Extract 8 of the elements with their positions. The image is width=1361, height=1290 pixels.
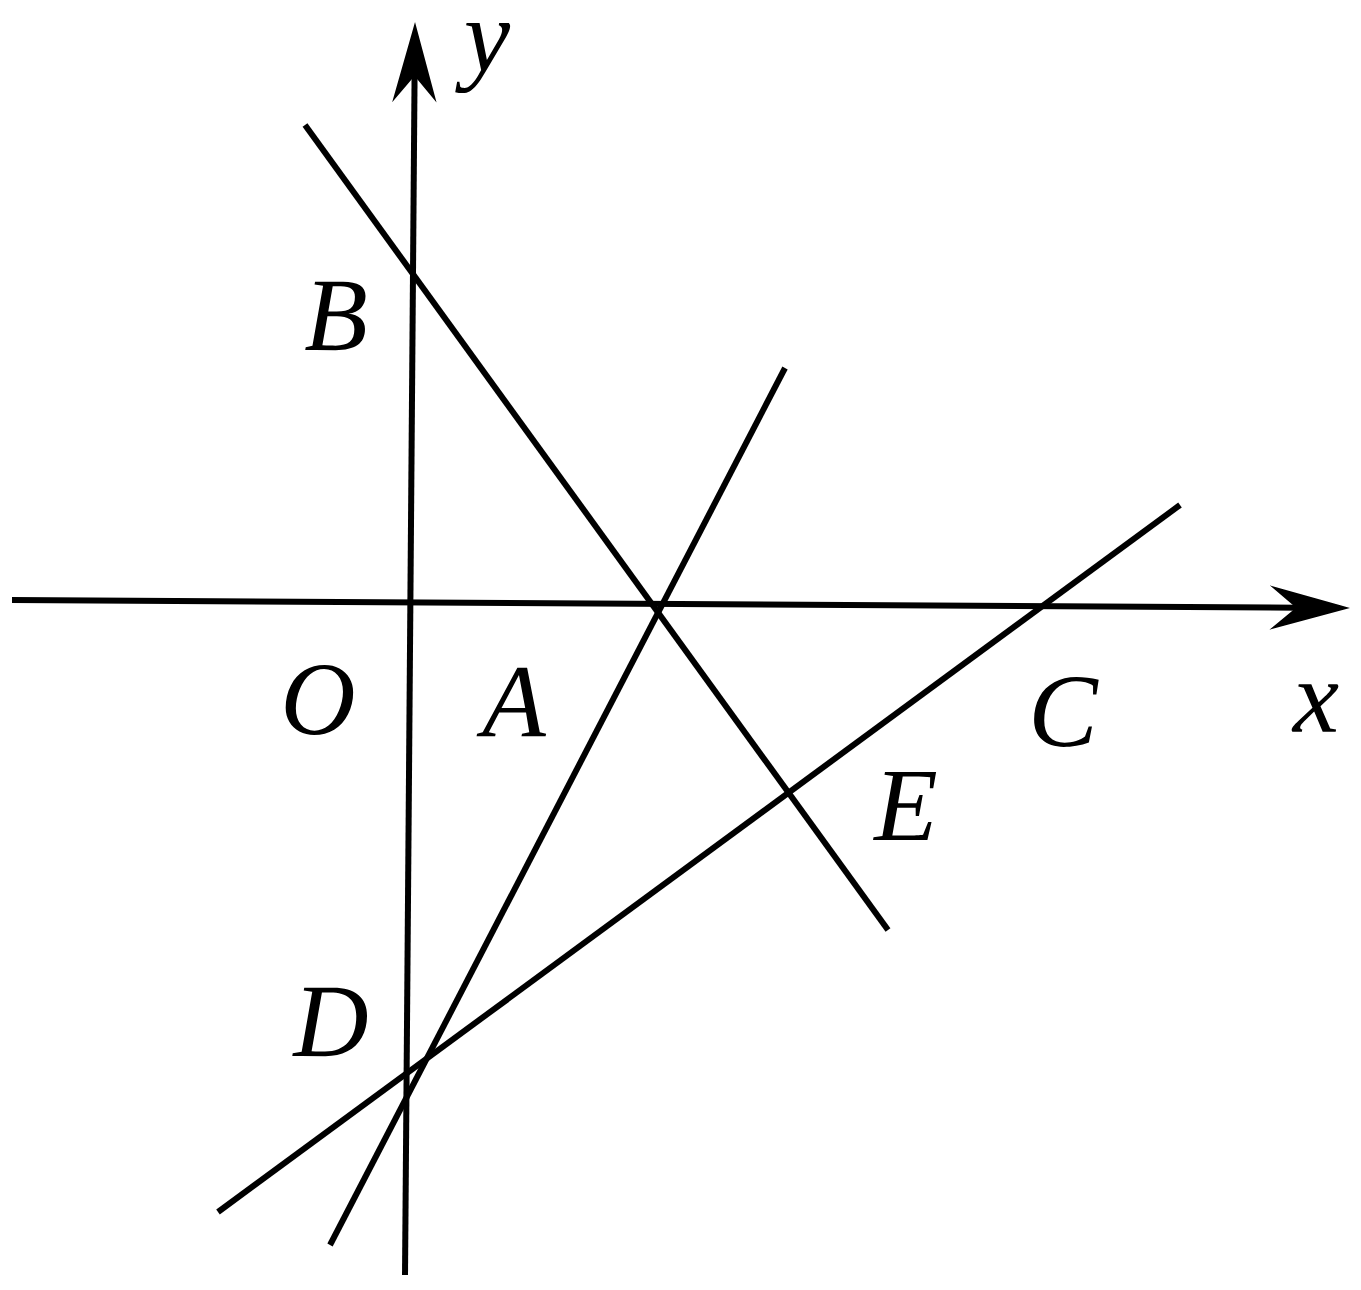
point-label: C — [1034, 677, 1099, 747]
axis-label: y — [455, 22, 511, 94]
point-label: A — [476, 667, 547, 737]
point-label: B — [305, 281, 366, 351]
point-label: D — [292, 987, 367, 1057]
axis-label: x — [1291, 684, 1339, 732]
point-label: O — [285, 665, 354, 735]
point-label: E — [873, 771, 937, 841]
